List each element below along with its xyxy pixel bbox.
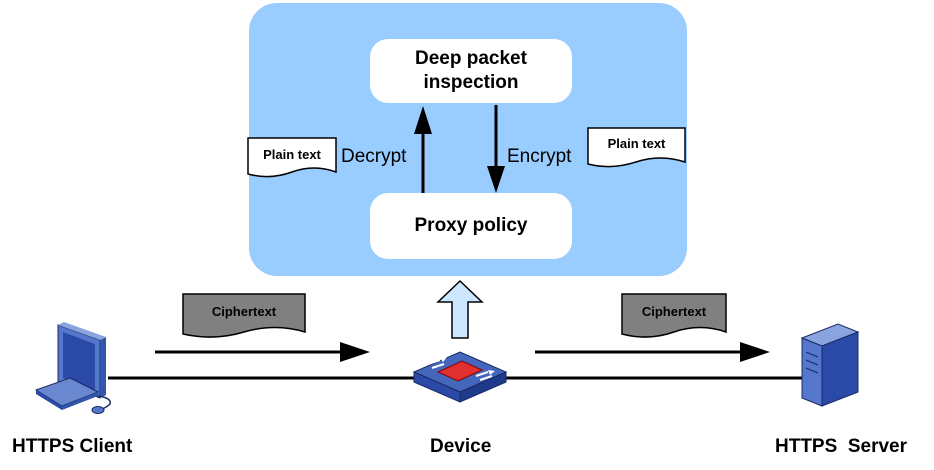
plain-text-doc-left xyxy=(247,137,337,178)
server-label: HTTPS Server xyxy=(775,436,907,457)
client-to-device-arrow xyxy=(155,342,370,362)
computer-icon xyxy=(34,322,111,414)
device-to-server-arrow xyxy=(535,342,770,362)
plain-text-left-label: Plain text xyxy=(263,147,321,162)
decrypt-label: Decrypt xyxy=(341,146,407,167)
ciphertext-left-label: Ciphertext xyxy=(211,304,277,319)
device-label: Device xyxy=(430,436,492,457)
plain-text-right-label: Plain text xyxy=(607,136,666,151)
decrypt-arrow xyxy=(414,106,432,193)
encrypt-label: Encrypt xyxy=(507,146,572,167)
encrypt-arrow xyxy=(487,105,505,193)
ciphertext-doc-left xyxy=(182,293,306,338)
proxy-policy-label: Proxy policy xyxy=(414,215,528,236)
deep-packet-inspection-box: Deep packet inspection xyxy=(370,39,572,103)
proxy-policy-box: Proxy policy xyxy=(370,193,572,259)
deep-packet-inspection-label: Deep packet inspection xyxy=(415,48,527,93)
device-to-panel-arrow xyxy=(436,279,484,339)
server-icon xyxy=(800,323,860,407)
ciphertext-doc-right xyxy=(621,293,727,338)
plain-text-doc-right xyxy=(587,127,686,168)
device-icon xyxy=(412,351,508,403)
ciphertext-right-label: Ciphertext xyxy=(641,304,707,319)
client-label: HTTPS Client xyxy=(12,436,133,457)
